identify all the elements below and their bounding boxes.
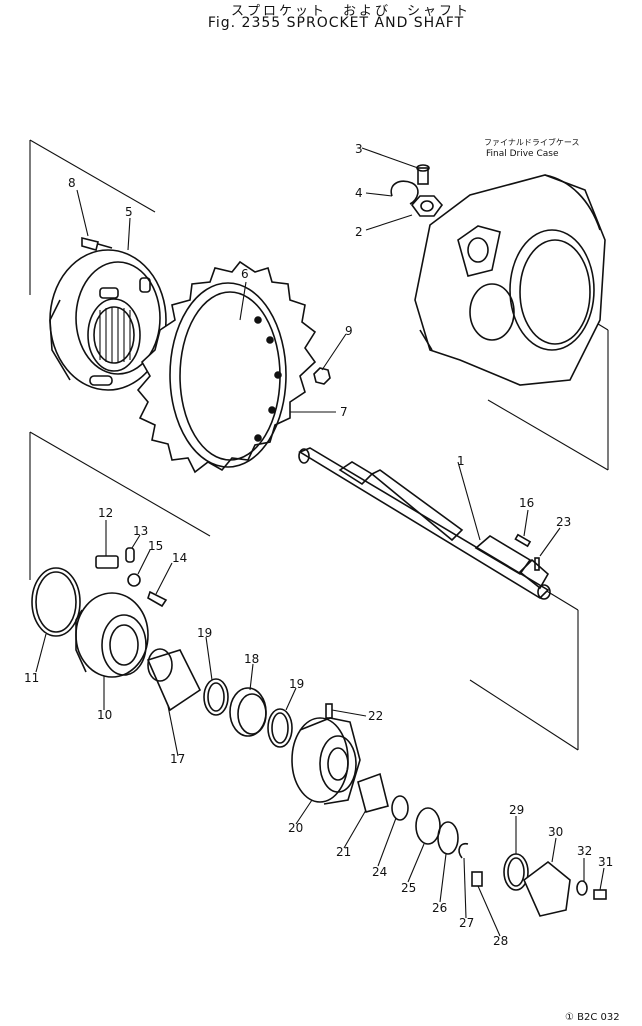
carrier bbox=[291, 703, 361, 805]
label-1: 1 bbox=[457, 454, 465, 468]
label-4: 4 bbox=[355, 186, 363, 200]
sleeve bbox=[146, 648, 202, 712]
label-8: 8 bbox=[68, 176, 76, 190]
label-17: 17 bbox=[170, 752, 186, 766]
label-32: 32 bbox=[577, 844, 593, 858]
label-18: 18 bbox=[244, 652, 260, 666]
boundary-lines bbox=[29, 139, 609, 751]
label-21: 21 bbox=[336, 845, 352, 859]
title-japanese: スプロケット および シャフト bbox=[230, 4, 471, 19]
label-29: 29 bbox=[509, 803, 525, 817]
label-30: 30 bbox=[548, 825, 564, 839]
sprocket bbox=[136, 260, 331, 474]
label-14: 14 bbox=[172, 551, 188, 565]
label-11: 11 bbox=[24, 671, 40, 685]
label-28: 28 bbox=[493, 934, 509, 948]
label-20: 20 bbox=[288, 821, 304, 835]
o-ring bbox=[31, 567, 81, 637]
label-7: 7 bbox=[340, 405, 348, 419]
label-13: 13 bbox=[133, 524, 149, 538]
label-19-a: 19 bbox=[197, 626, 213, 640]
label-27: 27 bbox=[459, 916, 475, 930]
label-22: 22 bbox=[368, 709, 384, 723]
label-5: 5 bbox=[125, 205, 133, 219]
label-2: 2 bbox=[355, 225, 363, 239]
seal-gear bbox=[75, 547, 168, 678]
label-6: 6 bbox=[241, 267, 249, 281]
bearing-and-orings bbox=[203, 678, 293, 748]
label-10: 10 bbox=[97, 708, 113, 722]
label-23: 23 bbox=[556, 515, 572, 529]
part-2-3-4-fasteners bbox=[390, 164, 444, 217]
label-16: 16 bbox=[519, 496, 535, 510]
label-25: 25 bbox=[401, 881, 417, 895]
small-parts bbox=[357, 772, 483, 887]
case-note-japanese: ファイナルドライブケース bbox=[484, 138, 580, 147]
label-26: 26 bbox=[432, 901, 448, 915]
label-31: 31 bbox=[598, 855, 614, 869]
shaft bbox=[298, 447, 551, 600]
final-drive-case bbox=[414, 174, 606, 386]
end-cap-parts bbox=[503, 853, 607, 917]
label-19-b: 19 bbox=[289, 677, 305, 691]
hub bbox=[49, 236, 167, 391]
label-15: 15 bbox=[148, 539, 164, 553]
title-english: Fig. 2355 SPROCKET AND SHAFT bbox=[207, 15, 465, 31]
footer-code: ① B2C 032 bbox=[565, 1012, 620, 1023]
label-9: 9 bbox=[345, 324, 353, 338]
label-24: 24 bbox=[372, 865, 388, 879]
label-3: 3 bbox=[355, 142, 363, 156]
leader-lines bbox=[35, 147, 605, 937]
label-12: 12 bbox=[98, 506, 114, 520]
case-note-english: Final Drive Case bbox=[486, 149, 559, 159]
